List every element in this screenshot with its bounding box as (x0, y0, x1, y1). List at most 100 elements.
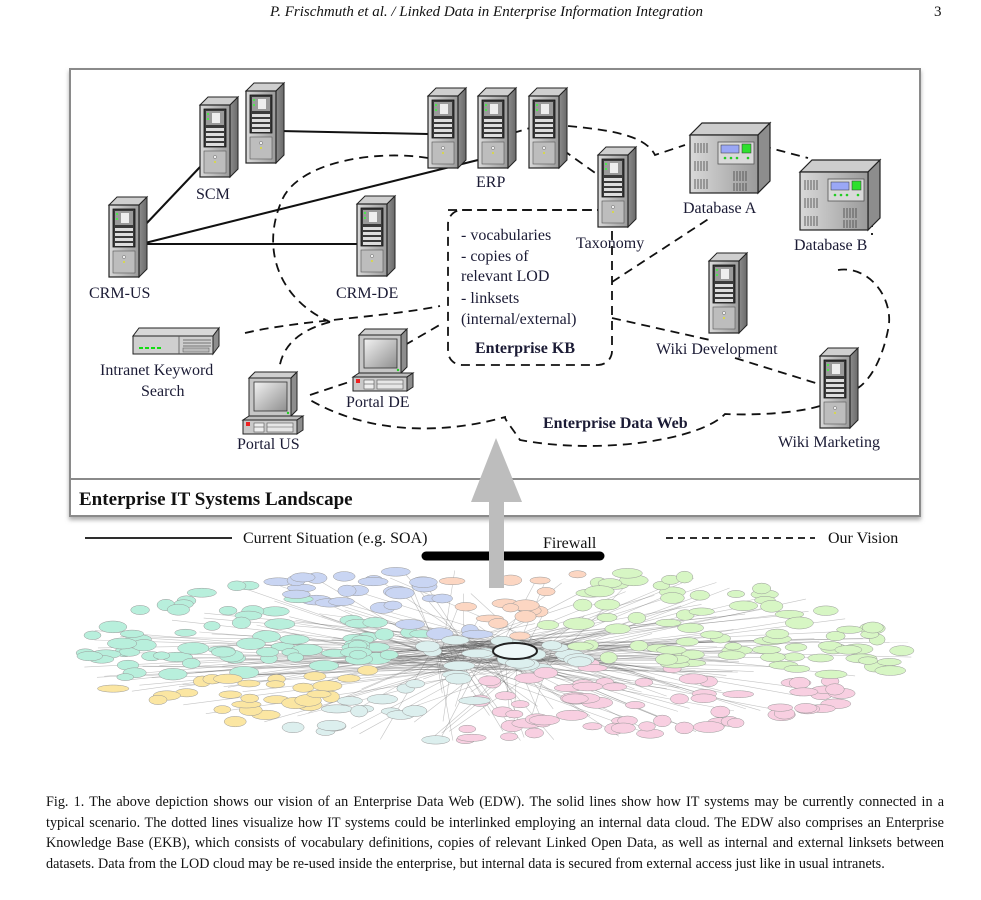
server-icon (199, 96, 239, 178)
lod-dataset-node (316, 720, 347, 731)
lod-dataset-node (337, 674, 361, 683)
lod-link (123, 636, 538, 645)
lod-dataset-node (825, 631, 846, 642)
lod-dataset-node (727, 590, 745, 598)
legend-firewall-label: Firewall (543, 535, 597, 552)
kb-item: relevant LOD (461, 268, 549, 285)
lod-dataset-node (625, 701, 646, 710)
lod-dataset-node (211, 646, 236, 658)
lod-dataset-node (130, 605, 150, 615)
lod-dataset-node (174, 628, 197, 637)
lod-dataset-node (727, 717, 745, 728)
lod-dataset-node (166, 603, 190, 616)
lod-link (331, 640, 483, 679)
lod-dataset-node (677, 622, 704, 633)
link-portal-de-kb (404, 322, 444, 346)
lod-dataset-node (231, 616, 251, 629)
dashed-connections (244, 125, 891, 447)
lod-dataset-node (158, 668, 188, 681)
lod-dataset-node (237, 679, 261, 688)
lod-dataset-node (788, 676, 811, 689)
lod-dataset-node (604, 623, 631, 635)
lod-link (451, 644, 482, 651)
node-wiki-development: Wiki Development (656, 252, 778, 358)
lod-dataset-node (670, 693, 689, 705)
lod-cloud (75, 567, 915, 745)
lod-dataset-node (438, 577, 466, 585)
database-server-icon (689, 122, 771, 194)
cloud-edge-right (837, 268, 891, 389)
lod-link (443, 643, 500, 717)
lod-dataset-node (690, 693, 717, 703)
lod-dataset-node (223, 716, 247, 728)
node-label: Wiki Development (656, 341, 778, 358)
lod-dataset-node (874, 665, 906, 676)
lod-dataset-node (336, 696, 363, 706)
node-wiki-marketing: Wiki Marketing (778, 347, 880, 451)
node-label: Wiki Marketing (778, 434, 880, 451)
lod-dataset-node (421, 735, 450, 745)
lod-dataset-node (877, 658, 902, 666)
lod-dataset-node (724, 642, 742, 651)
enterprise-kb: - vocabularies - copies of relevant LOD … (461, 227, 577, 357)
lod-dataset-node (458, 724, 477, 734)
lod-dataset-node (561, 693, 589, 704)
lod-dataset-node (98, 620, 128, 634)
kb-item: - linksets (461, 290, 519, 307)
lod-dataset-node (814, 669, 848, 679)
lod-link (463, 638, 886, 646)
lod-dataset-node (610, 722, 636, 734)
lod-dataset-node (655, 653, 678, 666)
lod-dataset-node (656, 645, 687, 655)
lod-dataset-node (461, 629, 494, 639)
lod-dataset-node (596, 613, 618, 622)
lod-dataset-node (383, 600, 403, 611)
lod-dataset-node (689, 590, 710, 601)
lod-dataset-node (653, 714, 672, 727)
desktop-computer-icon (352, 328, 414, 392)
lod-dataset-node (602, 682, 627, 691)
lod-dataset-node (500, 732, 519, 741)
lod-link (359, 651, 509, 735)
lod-dataset-node (328, 597, 355, 606)
lod-dataset-node (536, 587, 556, 597)
node-intranet-keyword-search: Intranet Keyword Search (100, 327, 220, 400)
lod-dataset-node (529, 576, 551, 585)
link-wikidev-wikimkt (734, 357, 823, 386)
lod-dataset-node (107, 637, 138, 650)
node-portal-de: Portal DE (346, 328, 414, 411)
lod-link (446, 601, 584, 647)
lod-dataset-node (478, 675, 501, 686)
lod-dataset-node (97, 684, 130, 693)
lod-dataset-node (505, 709, 524, 719)
lod-dataset-node (362, 617, 388, 628)
lod-dataset-node (349, 650, 367, 660)
lod-dataset-node (303, 671, 327, 681)
lod-link (447, 657, 649, 671)
link-crmus-scm (144, 166, 201, 226)
lod-link (295, 619, 447, 645)
lod-dataset-node (321, 704, 353, 714)
kb-item: - copies of (461, 248, 529, 265)
lod-dataset-node (292, 682, 315, 693)
lod-dataset-node (409, 576, 438, 588)
page-number: 3 (934, 4, 942, 20)
server-icon (819, 347, 859, 429)
cloud-edge-top (567, 125, 686, 157)
lod-dataset-node (457, 733, 487, 742)
lod-dataset-node (528, 714, 560, 726)
lod-dataset-node (461, 648, 493, 658)
lod-dataset-node (536, 620, 559, 630)
lod-dataset-node (655, 618, 682, 627)
kb-item: - vocabularies (461, 227, 551, 244)
lod-dataset-node (333, 571, 356, 582)
lod-dataset-node (264, 618, 296, 630)
lod-dataset-node (767, 703, 793, 712)
lod-link (517, 659, 754, 672)
lod-link (347, 667, 446, 698)
lod-hub-node (492, 642, 538, 660)
lod-link (448, 640, 504, 732)
lod-link (242, 664, 480, 692)
lod-dataset-node (524, 727, 544, 739)
lod-dataset-node (563, 617, 595, 630)
